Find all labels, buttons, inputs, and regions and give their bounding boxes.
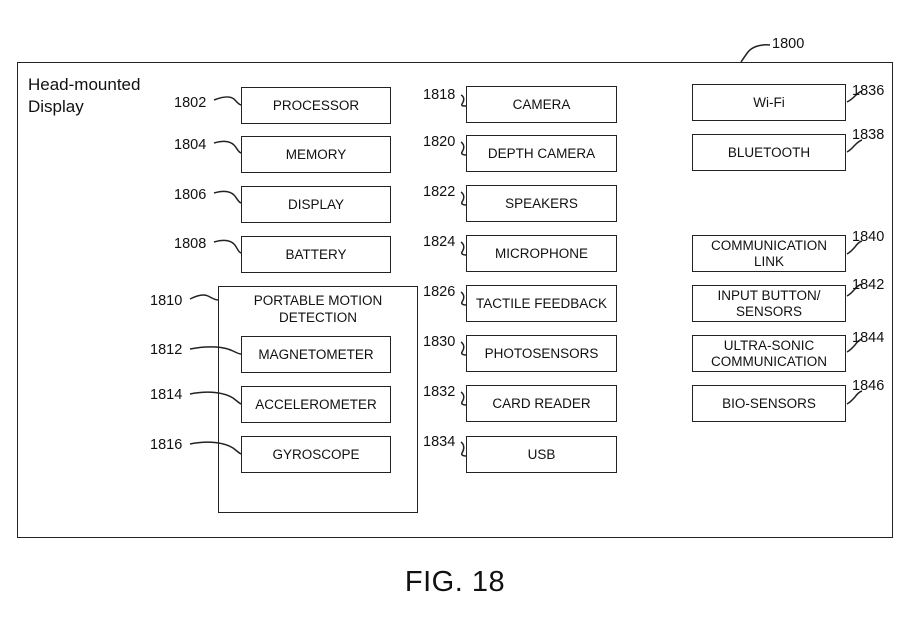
ref-1820: 1820: [423, 134, 456, 150]
box-label: SPEAKERS: [505, 195, 578, 211]
box-label: BLUETOOTH: [727, 144, 811, 160]
box-label: CAMERA: [512, 96, 571, 112]
figure-caption: FIG. 18: [404, 566, 506, 598]
ref-1804: 1804: [174, 137, 207, 153]
leader-1808: [213, 239, 242, 254]
leader-1840: [846, 240, 863, 255]
bio-sensors-box: BIO-SENSORS: [692, 385, 846, 422]
leader-1838: [846, 139, 863, 153]
leader-1816: [189, 441, 242, 455]
leader-1836: [846, 90, 863, 103]
leader-1806: [213, 190, 242, 204]
leader-1812: [189, 346, 242, 355]
input-button-sensors-box: INPUT BUTTON/ SENSORS: [692, 285, 846, 322]
leader-1810: [189, 294, 219, 301]
memory-box: MEMORY: [241, 136, 391, 173]
leader-1820: [460, 141, 467, 156]
speakers-box: SPEAKERS: [466, 185, 617, 222]
gyroscope-box: GYROSCOPE: [241, 436, 391, 473]
ref-1824: 1824: [423, 234, 456, 250]
leader-1802: [213, 96, 242, 106]
leader-1822: [460, 191, 467, 206]
box-label: MAGNETOMETER: [258, 346, 374, 362]
ref-1838: 1838: [852, 127, 885, 143]
device-label: Head-mounted Display: [28, 75, 141, 116]
ref-1816: 1816: [150, 437, 183, 453]
photosensors-box: PHOTOSENSORS: [466, 335, 617, 372]
leader-1804: [213, 140, 242, 154]
leader-1842: [846, 283, 863, 297]
box-label: DISPLAY: [287, 196, 345, 212]
box-label: TACTILE FEEDBACK: [475, 295, 608, 311]
box-label: BATTERY: [285, 246, 347, 262]
ref-1806: 1806: [174, 187, 207, 203]
leader-1832: [460, 391, 467, 406]
ref-1834: 1834: [423, 434, 456, 450]
ref-1830: 1830: [423, 334, 456, 350]
tactile-feedback-box: TACTILE FEEDBACK: [466, 285, 617, 322]
leader-1834: [460, 441, 467, 457]
ref-1844: 1844: [852, 330, 885, 346]
bluetooth-box: BLUETOOTH: [692, 134, 846, 171]
leader-1824: [460, 241, 467, 256]
leader-1826: [460, 291, 467, 306]
portable-motion-detection-group: PORTABLE MOTION DETECTION: [218, 286, 418, 513]
ref-1840: 1840: [852, 229, 885, 245]
ref-1812: 1812: [150, 342, 183, 358]
ref-1814: 1814: [150, 387, 183, 403]
ref-1810: 1810: [150, 293, 183, 309]
ref-1802: 1802: [174, 95, 207, 111]
box-label: MEMORY: [285, 146, 347, 162]
wifi-box: Wi-Fi: [692, 84, 846, 121]
depth-camera-box: DEPTH CAMERA: [466, 135, 617, 172]
ref-1832: 1832: [423, 384, 456, 400]
leader-1844: [846, 338, 863, 353]
leader-1818: [460, 94, 467, 107]
microphone-box: MICROPHONE: [466, 235, 617, 272]
box-label: Wi-Fi: [753, 94, 785, 110]
camera-box: CAMERA: [466, 86, 617, 123]
display-box: DISPLAY: [241, 186, 391, 223]
leader-1814: [189, 391, 242, 405]
box-label: DEPTH CAMERA: [487, 145, 596, 161]
box-label: GYROSCOPE: [272, 446, 360, 462]
magnetometer-box: MAGNETOMETER: [241, 336, 391, 373]
head-mounted-display-boundary: [17, 62, 893, 538]
box-label: PROCESSOR: [272, 97, 360, 113]
group-title: PORTABLE MOTION DETECTION: [253, 293, 383, 325]
box-label: ACCELEROMETER: [255, 396, 377, 412]
ref-1846: 1846: [852, 378, 885, 394]
box-label: INPUT BUTTON/ SENSORS: [717, 287, 821, 319]
box-label: CARD READER: [492, 395, 591, 411]
ref-1836: 1836: [852, 83, 885, 99]
box-label: PHOTOSENSORS: [484, 345, 599, 361]
box-label: MICROPHONE: [494, 245, 588, 261]
leader-1800: [740, 44, 771, 63]
card-reader-box: CARD READER: [466, 385, 617, 422]
ultra-sonic-communication-box: ULTRA-SONIC COMMUNICATION: [692, 335, 846, 372]
box-label: COMMUNICATION LINK: [711, 237, 827, 269]
ref-1826: 1826: [423, 284, 456, 300]
ref-1818: 1818: [423, 87, 456, 103]
ref-1842: 1842: [852, 277, 885, 293]
processor-box: PROCESSOR: [241, 87, 391, 124]
communication-link-box: COMMUNICATION LINK: [692, 235, 846, 272]
accelerometer-box: ACCELEROMETER: [241, 386, 391, 423]
usb-box: USB: [466, 436, 617, 473]
battery-box: BATTERY: [241, 236, 391, 273]
leader-1830: [460, 341, 467, 356]
box-label: USB: [527, 446, 556, 462]
box-label: BIO-SENSORS: [722, 395, 816, 411]
ref-1822: 1822: [423, 184, 456, 200]
ref-1800: 1800: [772, 36, 805, 52]
leader-1846: [846, 390, 863, 405]
box-label: ULTRA-SONIC COMMUNICATION: [711, 337, 827, 369]
ref-1808: 1808: [174, 236, 207, 252]
